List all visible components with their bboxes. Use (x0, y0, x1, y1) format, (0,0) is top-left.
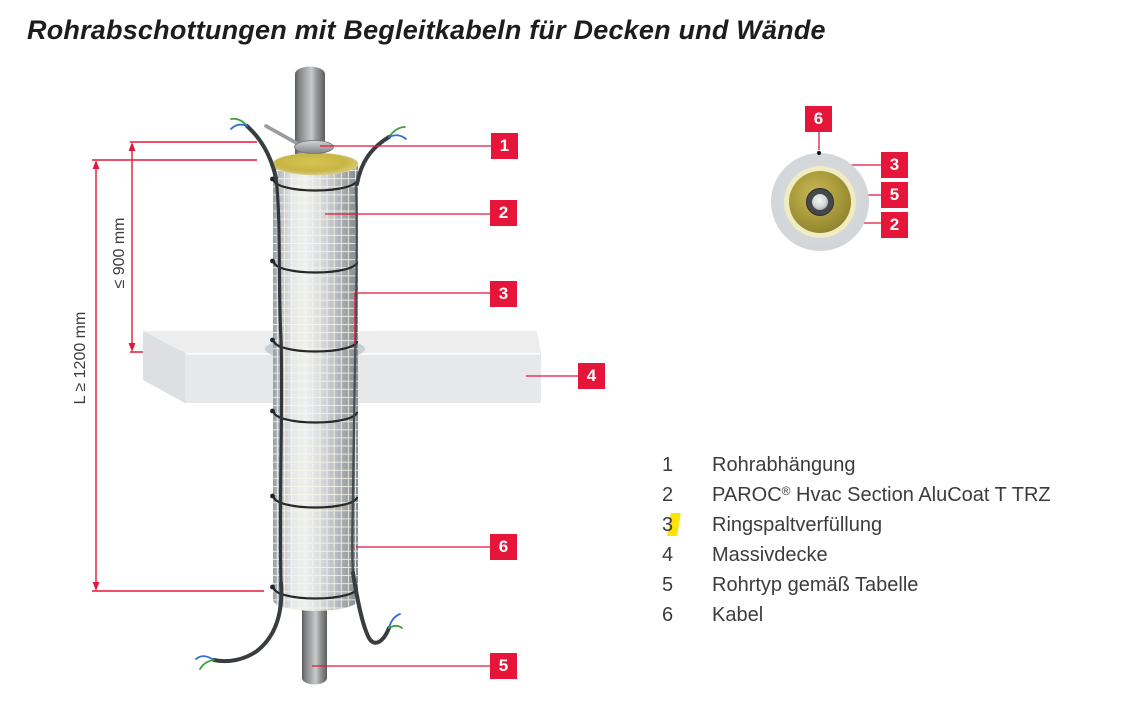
cable-bottom-left (212, 581, 284, 664)
legend-label: Rohrabhängung (712, 454, 856, 476)
dimension-lines: ≤ 900 mm L ≥ 1200 mm (72, 141, 264, 592)
cs-cable-dot (817, 151, 821, 155)
cable-left-vertical (274, 176, 284, 585)
cs-callout-2: 2 (881, 212, 908, 238)
pipe-top (295, 66, 325, 161)
registered-trademark: ® (781, 484, 791, 498)
cable-top-left (245, 124, 278, 180)
callout-5: 5 (490, 653, 517, 679)
mineral-wool-top (272, 152, 359, 176)
callout-6: 6 (490, 534, 517, 560)
legend-row-4: 4 Massivdecke (662, 540, 1051, 570)
callout-1: 1 (491, 133, 518, 159)
page-title: Rohrabschottungen mit Begleitkabeln für … (27, 15, 826, 45)
cables (195, 117, 407, 670)
pipe-hanger-collar (294, 140, 334, 154)
legend-num: 5 (662, 574, 674, 596)
cs-callout-3: 3 (881, 152, 908, 178)
callout-2: 2 (490, 200, 517, 226)
legend-label: Ringspaltverfüllung (712, 514, 883, 536)
legend-label: Rohrtyp gemäß Tabelle (712, 574, 919, 596)
legend-label: Massivdecke (712, 544, 828, 566)
dimension-inner-label: ≤ 900 mm (111, 217, 128, 288)
legend-label: PAROC® Hvac Section AluCoat T TRZ (712, 484, 1051, 506)
legend: 1 Rohrabhängung 2 PAROC® Hvac Section Al… (662, 450, 1051, 630)
legend-num: 3 (662, 510, 712, 540)
legend-num: 1 (662, 454, 674, 476)
cable-top-right (355, 135, 391, 186)
cable-bottom-right (351, 571, 391, 645)
cs-callout-6: 6 (805, 106, 832, 132)
legend-row-6: 6 Kabel (662, 600, 1051, 630)
pipe-bottom (302, 597, 327, 685)
legend-num: 4 (662, 544, 674, 566)
legend-label: Kabel (712, 604, 764, 626)
legend-row-2: 2 PAROC® Hvac Section AluCoat T TRZ (662, 480, 1051, 510)
legend-num: 2 (662, 484, 674, 506)
cable-right-vertical (351, 184, 358, 575)
cross-section (771, 151, 869, 251)
callout-4: 4 (578, 363, 605, 389)
cs-callout-5: 5 (881, 182, 908, 208)
hanger-rod (264, 124, 302, 147)
cs-pipe-bore (812, 194, 828, 210)
legend-num: 6 (662, 604, 674, 626)
callout-3: 3 (490, 281, 517, 307)
legend-row-3: 3 Ringspaltverfüllung (662, 510, 1051, 540)
dimension-outer-label: L ≥ 1200 mm (72, 312, 89, 405)
legend-row-1: 1 Rohrabhängung (662, 450, 1051, 480)
insulation-section (272, 152, 359, 611)
legend-row-5: 5 Rohrtyp gemäß Tabelle (662, 570, 1051, 600)
dimension-arrows (92, 142, 136, 591)
